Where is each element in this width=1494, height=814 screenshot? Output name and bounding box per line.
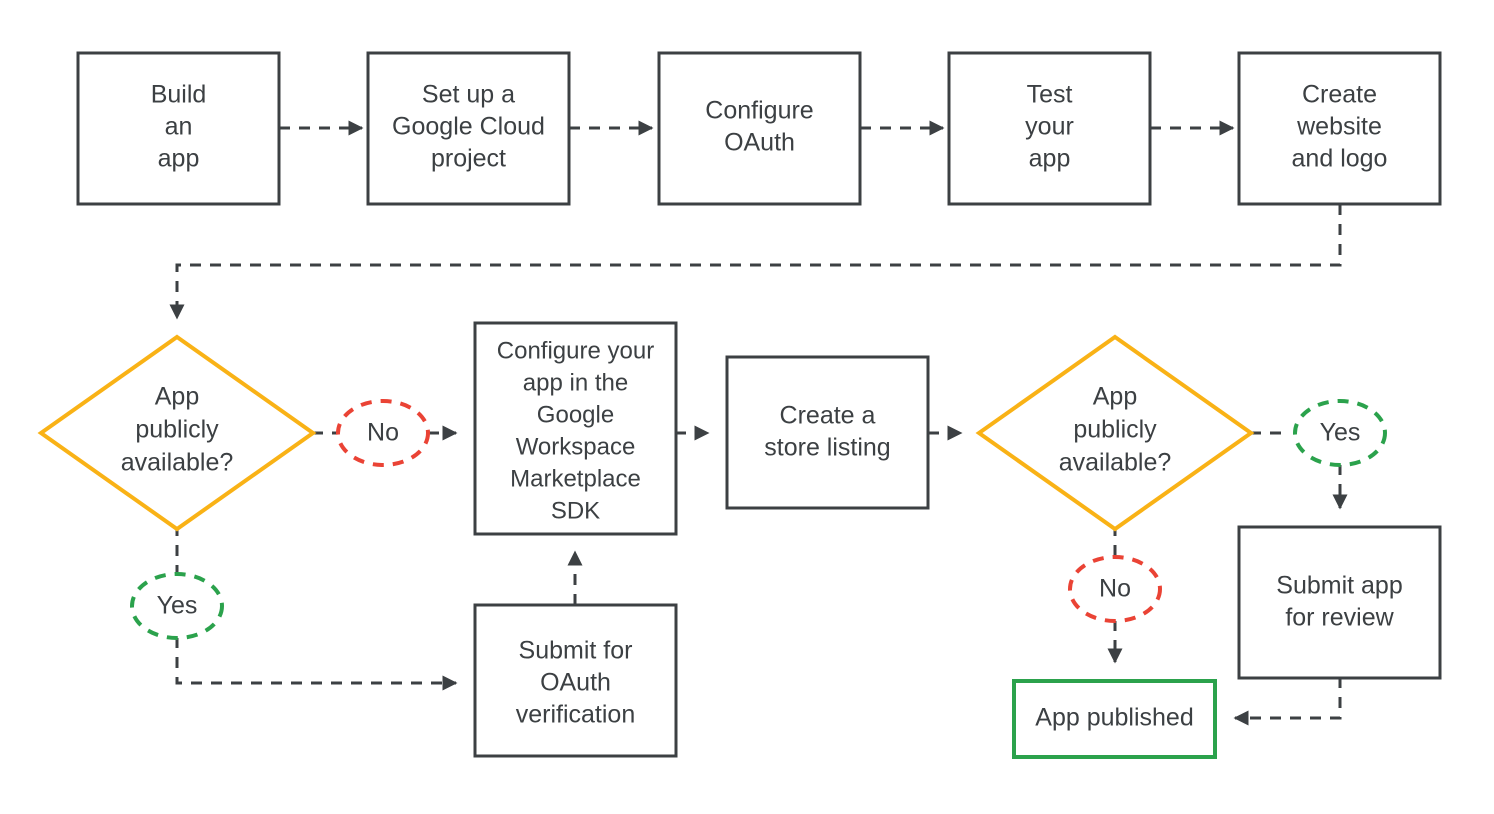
node-configure-oauth[interactable]: Configure OAuth <box>657 51 862 206</box>
node-set-up-google-cloud-project-line-1: Google Cloud <box>392 113 545 141</box>
node-decision-app-publicly-available-2[interactable]: App publicly available? <box>975 334 1255 532</box>
node-decision-app-publicly-available-2-line-2: available? <box>1059 449 1172 477</box>
node-submit-for-oauth-verification[interactable]: Submit for OAuth verification <box>473 603 678 758</box>
node-build-an-app[interactable]: Build an app <box>76 51 281 206</box>
node-submit-app-for-review-line-0: Submit app <box>1276 572 1402 600</box>
node-set-up-google-cloud-project-line-2: project <box>431 145 506 173</box>
edge-label-decision-two-yes-text: Yes <box>1320 419 1361 447</box>
node-decision-app-publicly-available-1-shape <box>37 334 317 532</box>
node-configure-app-marketplace-sdk-line-0: Configure your <box>497 337 654 364</box>
edge-label-decision-one-yes: Yes <box>130 572 224 640</box>
node-create-a-store-listing[interactable]: Create a store listing <box>725 355 930 510</box>
node-build-an-app-line-2: app <box>158 145 200 173</box>
edge-label-decision-one-yes-ellipse <box>130 572 224 640</box>
edge-website-to-decision-one <box>169 204 1342 320</box>
node-decision-app-publicly-available-1-line-2: available? <box>121 449 234 477</box>
edge-label-decision-two-no-text: No <box>1099 575 1131 603</box>
edge-label-decision-two-no: No <box>1068 555 1162 623</box>
edge-label-decision-two-yes: Yes <box>1293 399 1387 467</box>
node-create-website-and-logo-shape <box>1237 51 1442 206</box>
edge-label-decision-one-yes-text: Yes <box>157 592 198 620</box>
node-decision-app-publicly-available-1-line-1: publicly <box>135 416 219 444</box>
edge-label-decision-one-no-ellipse <box>336 399 430 467</box>
node-submit-for-oauth-verification-shape <box>473 603 678 758</box>
node-decision-app-publicly-available-2-line-1: publicly <box>1073 416 1157 444</box>
edge-label-decision-two-no-ellipse <box>1068 555 1162 623</box>
node-decision-app-publicly-available-1-line-0: App <box>155 383 199 411</box>
node-submit-app-for-review-shape <box>1237 525 1442 680</box>
node-configure-app-marketplace-sdk-line-1: app in the <box>523 369 628 396</box>
node-decision-app-publicly-available-1[interactable]: App publicly available? <box>37 334 317 532</box>
node-submit-app-for-review-line-1: for review <box>1285 604 1394 632</box>
node-create-website-and-logo-line-0: Create <box>1302 81 1377 109</box>
node-create-website-and-logo[interactable]: Create website and logo <box>1237 51 1442 206</box>
edge-label-decision-one-no-text: No <box>367 419 399 447</box>
node-configure-app-marketplace-sdk-line-2: Google <box>537 401 614 428</box>
node-app-published-label: App published <box>1035 704 1193 732</box>
node-configure-app-marketplace-sdk-line-5: SDK <box>551 497 600 524</box>
node-submit-app-for-review[interactable]: Submit app for review <box>1237 525 1442 680</box>
node-create-website-and-logo-line-2: and logo <box>1292 145 1388 173</box>
node-configure-oauth-shape <box>657 51 862 206</box>
node-configure-app-marketplace-sdk-line-4: Marketplace <box>510 465 641 492</box>
node-test-your-app-line-1: your <box>1025 113 1074 141</box>
node-build-an-app-shape <box>76 51 281 206</box>
node-configure-app-marketplace-sdk-shape <box>473 321 678 536</box>
node-create-a-store-listing-line-0: Create a <box>780 402 876 430</box>
node-configure-oauth-line-1: OAuth <box>724 129 795 157</box>
node-set-up-google-cloud-project-shape <box>366 51 571 206</box>
node-create-a-store-listing-shape <box>725 355 930 510</box>
node-submit-for-oauth-verification-line-1: OAuth <box>540 669 611 697</box>
node-create-website-and-logo-line-1: website <box>1296 113 1382 141</box>
edge-label-decision-one-no: No <box>336 399 430 467</box>
node-build-an-app-line-1: an <box>165 113 193 141</box>
node-submit-for-oauth-verification-line-0: Submit for <box>519 637 633 665</box>
node-app-published-shape <box>1012 679 1217 759</box>
node-app-published[interactable]: App published <box>1012 679 1217 759</box>
node-configure-oauth-line-0: Configure <box>705 97 813 125</box>
node-build-an-app-line-0: Build <box>151 81 207 109</box>
node-decision-app-publicly-available-2-shape <box>975 334 1255 532</box>
node-set-up-google-cloud-project[interactable]: Set up a Google Cloud project <box>366 51 571 206</box>
edge-yes-label-to-oauth-verification <box>175 637 458 691</box>
edge-submit-review-to-app-published <box>1233 677 1342 726</box>
node-create-a-store-listing-line-1: store listing <box>764 434 890 462</box>
node-test-your-app-line-2: app <box>1029 145 1071 173</box>
node-configure-app-marketplace-sdk-line-3: Workspace <box>516 433 636 460</box>
node-test-your-app[interactable]: Test your app <box>947 51 1152 206</box>
node-set-up-google-cloud-project-line-0: Set up a <box>422 81 515 109</box>
node-test-your-app-shape <box>947 51 1152 206</box>
edge-label-decision-two-yes-ellipse <box>1293 399 1387 467</box>
node-configure-app-marketplace-sdk[interactable]: Configure your app in the Google Workspa… <box>473 321 678 536</box>
node-decision-app-publicly-available-2-line-0: App <box>1093 383 1137 411</box>
node-test-your-app-line-0: Test <box>1027 81 1073 109</box>
node-submit-for-oauth-verification-line-2: verification <box>516 701 636 729</box>
